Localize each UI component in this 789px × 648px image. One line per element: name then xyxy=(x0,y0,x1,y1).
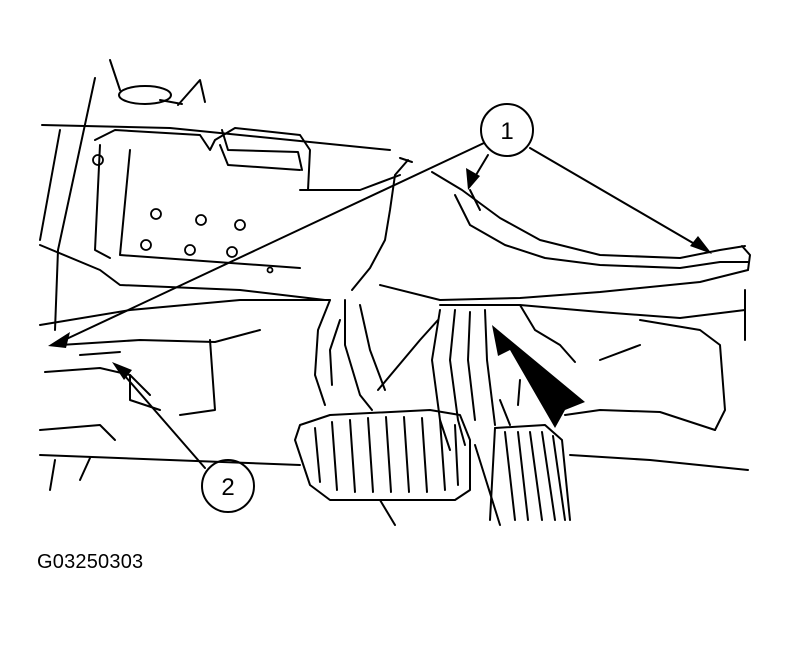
bold-pointer-arrow xyxy=(492,325,585,428)
callout-1-label: 1 xyxy=(500,118,513,145)
arrowhead-left xyxy=(48,332,70,348)
brake-pedal-pad xyxy=(294,409,471,526)
pedal-arms xyxy=(314,299,496,451)
arrowhead-callout-2 xyxy=(112,362,132,380)
figure-code: G03250303 xyxy=(37,551,144,573)
callout-2-circle xyxy=(201,459,255,513)
callout-2-leaders xyxy=(117,367,206,469)
accelerator-pedal-pad xyxy=(474,424,571,526)
callout-2-label: 2 xyxy=(221,474,234,501)
dash-panel-structure xyxy=(39,59,401,331)
callout-1-circle xyxy=(480,103,534,157)
floor-trim-lines xyxy=(39,299,331,491)
wiring-harness-cover xyxy=(351,157,751,431)
arrowhead-right xyxy=(690,236,712,254)
arrowheads xyxy=(48,168,712,380)
arrowhead-center xyxy=(466,168,480,190)
bracket-holes xyxy=(92,154,274,274)
floor-contour xyxy=(499,379,749,471)
